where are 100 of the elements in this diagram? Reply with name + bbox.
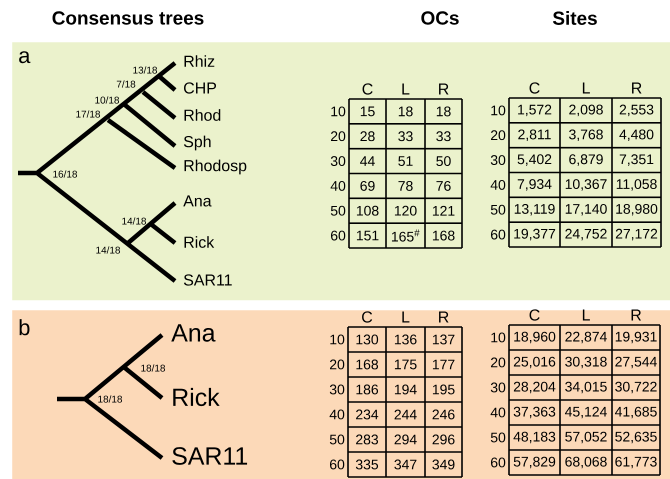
leaf-label: SAR11 [184,274,232,286]
table-cell: 136 [394,334,417,344]
support-value: 18/18 [141,364,166,372]
table-cell: 28 [360,131,375,142]
row-header: 40 [490,180,506,190]
table-cell: 195 [432,384,455,394]
table-cell: 51 [398,156,413,166]
table-cell: 3,768 [569,129,603,141]
table-cell: 57,829 [514,456,556,468]
table-cell: 28,204 [514,382,556,394]
table-cell: 27,544 [615,356,657,368]
table-cell: 24,752 [565,228,607,240]
row-header: 50 [330,206,346,216]
support-value: 7/18 [116,80,136,88]
row-header: 50 [490,204,506,215]
table-cell: 50 [436,156,451,166]
table-cell: 335 [356,460,378,470]
table-cell: 294 [394,434,417,444]
table-cell: 175 [394,360,417,370]
table-cell: 30,722 [615,382,657,394]
row-header: 50 [330,434,344,444]
row-header: 30 [330,156,346,166]
row-header: 20 [491,358,506,368]
table-cell: 48,183 [513,432,556,444]
table-cell: 68,068 [565,456,607,468]
table-cell: 33 [398,131,413,142]
table-cell: 61,773 [615,456,657,468]
row-header: 60 [491,230,506,240]
support-value: 17/18 [76,110,100,118]
row-header: 40 [490,408,506,418]
column-header: C [362,83,373,95]
table-cell: 30,318 [565,356,607,368]
row-header: 10 [331,106,346,116]
column-header: R [632,310,641,320]
support-value: 18/18 [98,395,122,403]
column-header: L [582,310,590,320]
leaf-label: Rhod [184,109,220,121]
table-cell: 296 [432,434,455,444]
row-header: 20 [330,360,344,370]
table-cell: 52,635 [615,432,657,444]
table-cell: 177 [432,360,454,370]
table-cell: 76 [436,180,451,191]
table-cell: 57,052 [565,432,607,444]
heading: OCs [421,11,459,25]
table-cell: 234 [356,410,378,420]
leaf-label: Rick [173,388,220,406]
table-cell: 18,960 [514,332,556,344]
table-cell: 244 [394,410,417,420]
table-cell: 194 [394,384,417,394]
table-cell: 15 [360,106,375,116]
table-cell: 168 [432,230,455,241]
leaf-label: Ana [183,195,212,207]
column-header: C [362,311,372,323]
table-cell: 186 [356,384,378,394]
leaf-label: Ana [171,324,216,342]
table-cell: 78 [398,180,413,191]
column-header: R [632,82,642,94]
leaf-label: SAR11 [172,447,248,465]
table-cell: 11,058 [616,179,657,191]
table-cell: 34,015 [565,382,607,394]
table-cell: 37,363 [514,406,556,418]
table-cell: 120 [394,206,417,216]
table-cell: 7,351 [620,154,654,166]
table-cell: 18 [436,106,451,116]
leaf-label: CHP [184,82,216,94]
table-cell: 7,934 [518,179,552,191]
table-cell: 10,367 [566,179,607,191]
leaf-label: Rhodosp [184,160,246,174]
table-cell: 2,811 [518,129,551,141]
table-cell: 22,874 [565,332,607,344]
support-value: 14/18 [96,246,120,254]
table-cell: 1,572 [518,104,552,116]
column-header: R [439,312,449,322]
table-cell: 18,980 [616,204,658,216]
leaf-label: Rick [184,236,214,248]
row-header: 20 [331,131,346,142]
row-header: 50 [490,432,506,442]
table-cell: 45,124 [564,406,607,418]
row-header: 60 [331,230,346,241]
table-cell: 41,685 [614,406,657,418]
table-cell: 246 [432,410,455,420]
support-value: 16/18 [53,170,78,178]
row-header: 40 [330,180,346,191]
table-cell: 349 [432,460,454,470]
row-header: 10 [330,334,344,344]
table-cell: 17,140 [566,204,607,216]
column-header: C [530,82,540,94]
table-cell: 6,879 [569,154,603,166]
row-header: 10 [491,105,506,116]
row-header: 60 [330,460,344,470]
row-header: 60 [491,458,506,468]
support-value: 10/18 [95,96,120,104]
table-cell: 5,402 [518,154,552,166]
leaf-label: Sph [184,136,211,150]
table-cell: 27,172 [616,228,658,240]
column-header: R [439,84,449,94]
row-header: 30 [490,155,506,166]
support-value: 14/18 [122,217,146,225]
column-header: L [582,82,590,94]
heading: Sites [552,11,597,25]
